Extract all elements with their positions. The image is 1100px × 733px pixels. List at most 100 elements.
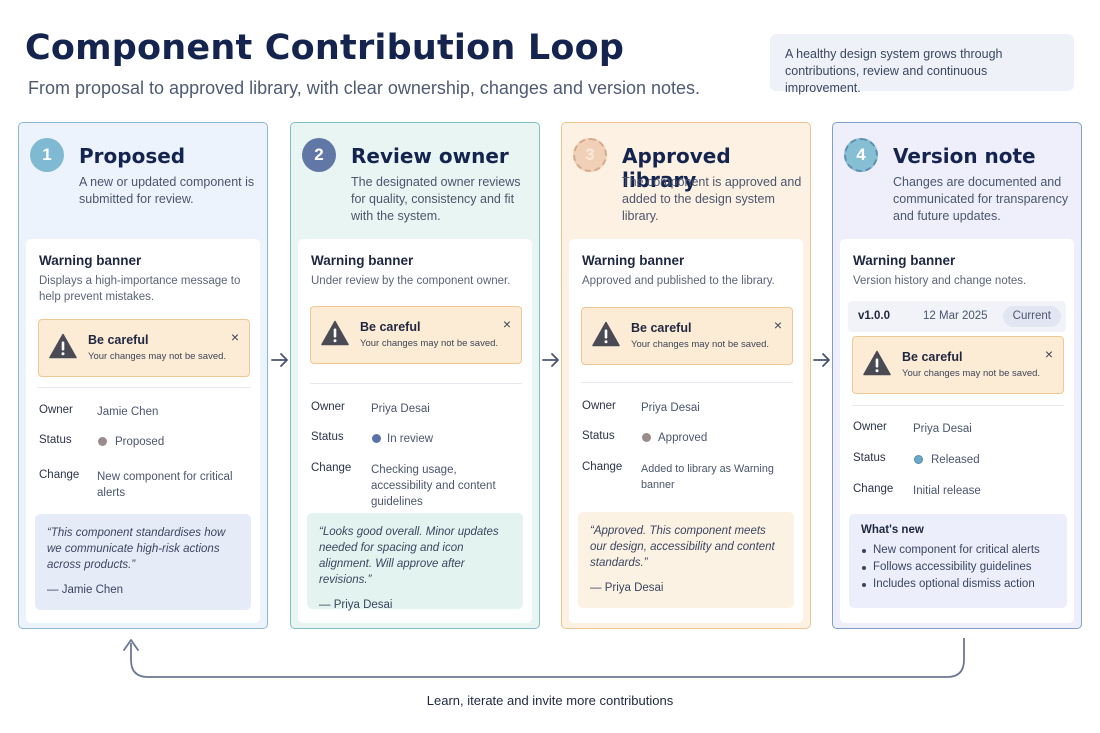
divider (310, 383, 522, 384)
status-label: Status (39, 434, 72, 446)
component-summary: Displays a high-importance message to he… (39, 275, 241, 303)
whats-new-title: What's new (861, 524, 924, 536)
alert-text: Your changes may not be saved. (88, 351, 227, 362)
component-name: Warning banner (853, 253, 956, 268)
component-card: Warning banner Displays a high-importanc… (26, 239, 260, 623)
quote-text: “Looks good overall. Minor updates neede… (319, 526, 499, 586)
warning-icon (321, 320, 349, 346)
arrow-right-icon (813, 353, 830, 367)
quote-author: — Priya Desai (319, 599, 393, 611)
page-subtitle: From proposal to approved library, with … (28, 78, 701, 98)
step-card-approved-library: 3 Approved library The component is appr… (561, 122, 811, 629)
status-dot (914, 455, 923, 464)
intro-note: A healthy design system grows through co… (770, 34, 1074, 95)
alert-title: Be careful (631, 321, 692, 335)
warning-banner-preview: Be careful Your changes may not be saved… (581, 307, 793, 365)
owner-label: Owner (311, 401, 345, 413)
change-value: Added to library as Warning banner (641, 463, 774, 491)
divider (581, 382, 793, 383)
divider (852, 405, 1064, 406)
step-number-badge: 2 (302, 138, 336, 172)
step-title: Approved library (622, 144, 731, 192)
owner-value: Jamie Chen (97, 406, 159, 418)
change-value: New component for critical alerts (97, 471, 233, 499)
change-value: Checking usage, accessibility and conten… (371, 464, 496, 508)
step-card-proposed: 1 Proposed A new or updated component is… (18, 122, 268, 629)
list-item: Includes optional dismiss action (861, 576, 1055, 593)
step-title: Version note (893, 144, 1036, 168)
warning-icon (863, 350, 891, 376)
change-label: Change (853, 483, 894, 495)
arrow-right-icon (271, 353, 288, 367)
current-badge: Current (1002, 306, 1061, 327)
component-name: Warning banner (311, 253, 414, 268)
step-description: Changes are documented and communicated … (893, 175, 1069, 223)
change-label: Change (311, 462, 352, 474)
step-number-badge: 3 (573, 138, 607, 172)
feedback-quote: “Looks good overall. Minor updates neede… (307, 513, 523, 611)
close-icon[interactable]: × (773, 317, 782, 333)
step-title: Proposed (79, 144, 186, 168)
alert-text: Your changes may not be saved. (902, 368, 1041, 379)
warning-icon (49, 333, 77, 359)
warning-banner-preview: Be careful Your changes may not be saved… (38, 319, 250, 377)
alert-title: Be careful (902, 350, 963, 364)
version-number: v1.0.0 (858, 310, 890, 322)
change-label: Change (582, 461, 623, 473)
component-summary: Under review by the component owner. (311, 275, 511, 287)
whats-new-panel: What's new New component for critical al… (849, 514, 1067, 608)
change-value: Initial release (913, 485, 981, 497)
status-label: Status (582, 430, 615, 442)
owner-label: Owner (39, 404, 73, 416)
arrow-right-icon (542, 353, 559, 367)
version-date: 12 Mar 2025 (923, 310, 988, 322)
step-number-badge: 1 (30, 138, 64, 172)
component-summary: Approved and published to the library. (582, 275, 775, 287)
step-number-badge: 4 (844, 138, 878, 172)
status-value: Approved (658, 432, 708, 444)
step-card-review-owner: 2 Review owner The designated owner revi… (290, 122, 540, 629)
component-name: Warning banner (39, 253, 142, 268)
change-label: Change (39, 469, 80, 481)
step-description: The component is approved and added to t… (622, 175, 802, 223)
close-icon[interactable]: × (230, 329, 239, 345)
quote-author: — Priya Desai (590, 582, 664, 594)
alert-text: Your changes may not be saved. (360, 338, 499, 349)
whats-new-list: New component for critical alerts Follow… (861, 542, 1055, 593)
quote-text: “Approved. This component meets our desi… (590, 525, 775, 569)
feedback-quote: “This component standardises how we comm… (35, 514, 251, 610)
status-dot (642, 433, 651, 442)
step-title: Review owner (351, 144, 509, 168)
quote-text: “This component standardises how we comm… (47, 527, 226, 571)
component-card: Warning banner Approved and published to… (569, 239, 803, 623)
list-item: New component for critical alerts (861, 542, 1055, 559)
feedback-quote: “Approved. This component meets our desi… (578, 512, 794, 608)
warning-banner-preview: Be careful Your changes may not be saved… (852, 336, 1064, 394)
warning-banner-preview: Be careful Your changes may not be saved… (310, 306, 522, 364)
alert-text: Your changes may not be saved. (631, 339, 770, 350)
component-name: Warning banner (582, 253, 685, 268)
owner-value: Priya Desai (371, 403, 430, 415)
warning-icon (592, 321, 620, 347)
owner-label: Owner (582, 400, 616, 412)
component-summary: Version history and change notes. (853, 275, 1027, 287)
quote-author: — Jamie Chen (47, 584, 124, 596)
status-value: Proposed (115, 436, 165, 448)
arrow-up-icon (123, 639, 139, 651)
status-label: Status (311, 431, 344, 443)
owner-value: Priya Desai (641, 402, 700, 414)
close-icon[interactable]: × (502, 316, 511, 332)
close-icon[interactable]: × (1044, 346, 1053, 362)
step-description: The designated owner reviews for quality… (351, 175, 521, 223)
component-card: Warning banner Under review by the compo… (298, 239, 532, 623)
owner-label: Owner (853, 421, 887, 433)
list-item: Follows accessibility guidelines (861, 559, 1055, 576)
status-label: Status (853, 452, 886, 464)
step-card-version-note: 4 Version note Changes are documented an… (832, 122, 1082, 629)
status-dot (98, 437, 107, 446)
loop-label: Learn, iterate and invite more contribut… (426, 693, 674, 708)
owner-value: Priya Desai (913, 423, 972, 435)
alert-title: Be careful (360, 320, 421, 334)
alert-title: Be careful (88, 333, 149, 347)
component-card: Warning banner Version history and chang… (840, 239, 1074, 623)
